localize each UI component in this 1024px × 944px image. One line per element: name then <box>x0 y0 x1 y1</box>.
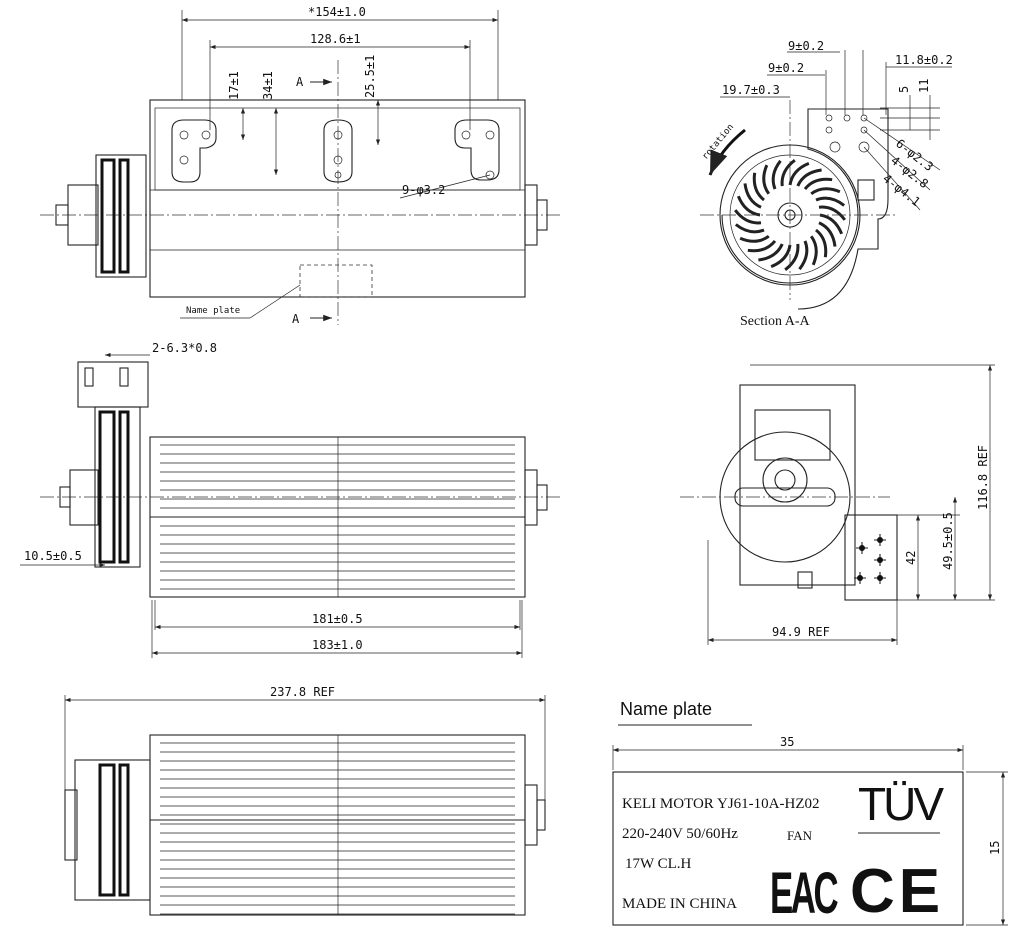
plate-line-voltage: 220-240V 50/60Hz <box>622 826 738 842</box>
impeller-blade <box>747 239 777 253</box>
name-plate: Name plate 35 15 KELI MOTOR YJ61-10A-HZ0… <box>612 699 1008 926</box>
impeller-blade <box>815 196 846 207</box>
tuv-logo: TÜV <box>858 778 944 830</box>
impeller-blade <box>739 234 770 243</box>
holes-callout: 9-φ3.2 <box>402 183 445 197</box>
impeller-blade <box>770 244 792 269</box>
mount-hole <box>877 557 883 563</box>
impeller-blade <box>771 159 782 190</box>
impeller-blade <box>818 221 837 247</box>
impeller-blade <box>819 213 844 235</box>
dim-181: 181±0.5 <box>312 612 363 626</box>
impeller-blade <box>809 235 818 266</box>
plate-line-origin: MADE IN CHINA <box>622 896 737 912</box>
dim-25-5: 25.5±1 <box>363 55 377 98</box>
mount-hole <box>877 575 883 581</box>
impeller-blade <box>810 187 841 196</box>
top-view: Name plate *154±1.0 128.6±1 17±1 34±1 25… <box>40 5 560 326</box>
dim-237-8: 237.8 REF <box>270 685 335 699</box>
impeller-blade <box>814 228 828 258</box>
mount-hole <box>857 575 863 581</box>
impeller-blade <box>788 161 810 186</box>
dim-10-5: 10.5±0.5 <box>24 549 82 563</box>
impeller-blade <box>734 223 765 234</box>
dim-183: 183±1.0 <box>312 638 363 652</box>
mounting-slots <box>171 119 500 183</box>
impeller-blades <box>734 159 846 271</box>
impeller-blade <box>796 168 822 187</box>
plate-fan: FAN <box>787 828 813 843</box>
eac-logo: EAC <box>770 862 838 926</box>
mount-hole <box>877 537 883 543</box>
impeller-blade <box>752 172 766 202</box>
name-plate-heading: Name plate <box>620 699 712 719</box>
plate-line-power: 17W CL.H <box>625 856 692 872</box>
impeller-blade <box>784 243 800 271</box>
dim-94-9: 94.9 REF <box>772 625 830 639</box>
dim-128-6: 128.6±1 <box>310 32 361 46</box>
impeller-blade <box>818 205 846 221</box>
section-a-a: rotation Section A-A 9±0.2 9±0.2 19.7±0.… <box>700 39 953 329</box>
motor-side <box>59 361 149 568</box>
bottom-view: 237.8 REF <box>64 685 546 916</box>
dim-9-b: 9±0.2 <box>768 61 804 75</box>
impeller-blade <box>762 164 771 195</box>
nameplate-callout: Name plate <box>186 306 240 316</box>
terminal-callout: 2-6.3*0.8 <box>152 341 217 355</box>
mount-hole <box>859 545 865 551</box>
impeller-blade <box>798 240 809 271</box>
dim-34: 34±1 <box>261 71 275 100</box>
plate-height-dim: 15 <box>988 841 1002 855</box>
dim-9-a: 9±0.2 <box>788 39 824 53</box>
motor-top <box>55 154 147 278</box>
impeller-blade <box>780 159 796 187</box>
motor-bottom <box>64 759 151 901</box>
section-title: Section A-A <box>740 314 810 329</box>
ce-logo: CE <box>850 857 944 926</box>
plate-line-model: KELI MOTOR YJ61-10A-HZ02 <box>622 796 819 812</box>
side-view: 2-6.3*0.8 10.5±0.5 181±0.5 183±1.0 <box>20 341 560 658</box>
end-view: 116.8 REF 49.5±0.5 42 94.9 REF <box>680 364 995 645</box>
flange-holes <box>825 114 870 153</box>
impeller-blade <box>743 183 762 209</box>
nameplate-outline <box>299 264 373 298</box>
impeller-blade <box>736 195 761 217</box>
impeller-blade <box>758 243 784 262</box>
dim-11-8: 11.8±0.2 <box>895 53 953 67</box>
plate-width-dim: 35 <box>780 735 794 749</box>
dim-5: 5 <box>897 86 911 93</box>
impeller-blade <box>803 177 833 191</box>
section-mark-a-bottom: A <box>292 312 300 326</box>
impeller-blade <box>734 209 762 225</box>
dim-42: 42 <box>904 551 918 565</box>
dim-17: 17±1 <box>227 71 241 100</box>
dim-11: 11 <box>917 79 931 93</box>
dim-19-7: 19.7±0.3 <box>722 83 780 97</box>
section-mark-a-top: A <box>296 75 304 89</box>
dim-154: *154±1.0 <box>308 5 366 19</box>
dim-49-5: 49.5±0.5 <box>941 512 955 570</box>
dim-116-8: 116.8 REF <box>976 445 990 510</box>
